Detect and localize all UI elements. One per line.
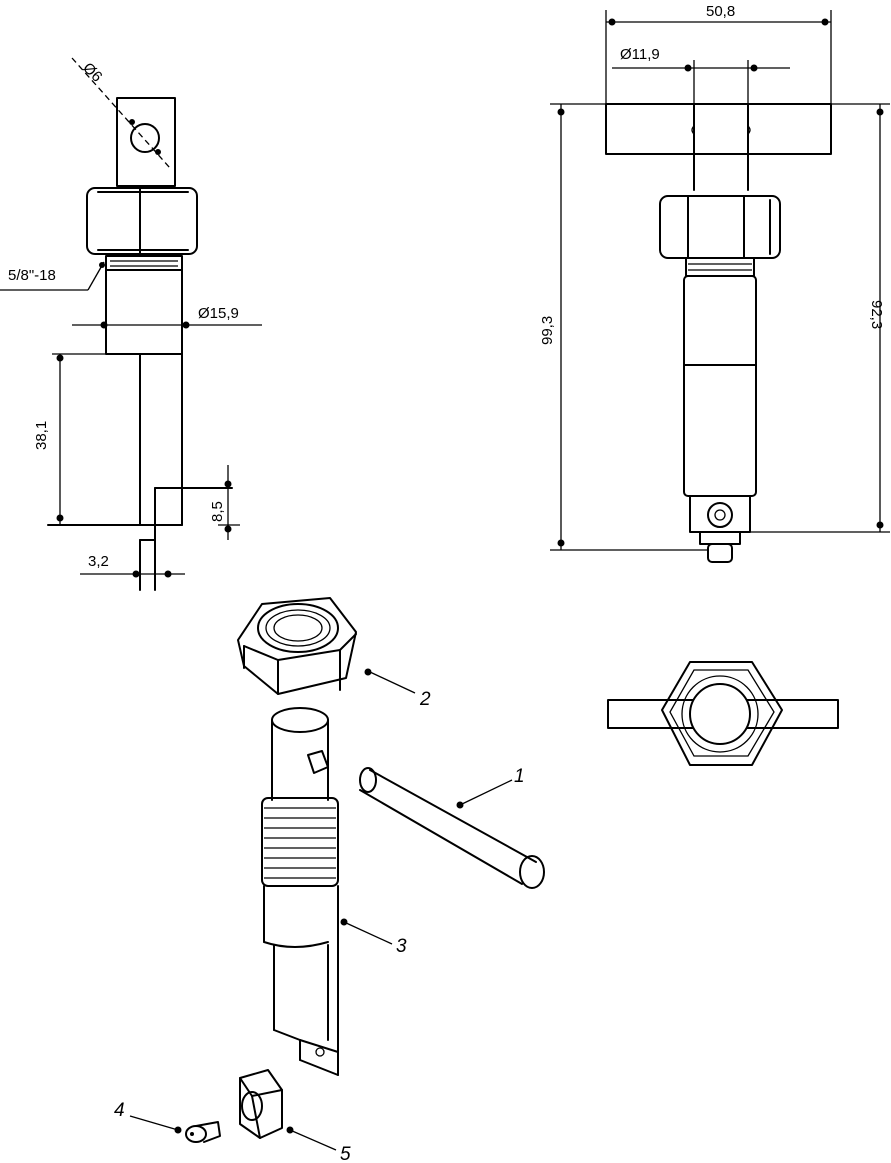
body-diameter-label: Ø15,9 <box>198 305 239 322</box>
handle-length-label: 50,8 <box>706 3 735 20</box>
partial-length-label: 92,3 <box>868 300 885 329</box>
part-pin <box>359 767 545 889</box>
callout-3: 3 <box>396 936 407 957</box>
callout-4: 4 <box>114 1100 125 1121</box>
front-view: 50,8 Ø11,9 99,3 92,3 <box>539 3 890 563</box>
pin-diameter-label: Ø6 <box>79 59 105 85</box>
part-screw <box>185 1121 221 1143</box>
callout-1: 1 <box>514 766 525 787</box>
side-view: 5/8"-18 Ø6 Ø15,9 38,1 8,5 3,2 <box>0 57 262 591</box>
length-38-label: 38,1 <box>33 421 50 450</box>
part-body <box>261 707 339 1076</box>
part-nut <box>237 597 357 695</box>
top-view <box>607 661 839 766</box>
part-clip <box>239 1069 283 1139</box>
callout-2: 2 <box>419 689 431 710</box>
overall-length-label: 99,3 <box>539 316 556 345</box>
handle-diameter-label: Ø11,9 <box>620 46 660 63</box>
exploded-view: 2 1 3 4 5 <box>114 597 545 1163</box>
thread-label: 5/8"-18 <box>8 267 56 284</box>
callout-5: 5 <box>340 1144 351 1163</box>
offset-8-label: 8,5 <box>209 501 226 522</box>
width-3-label: 3,2 <box>88 553 109 570</box>
